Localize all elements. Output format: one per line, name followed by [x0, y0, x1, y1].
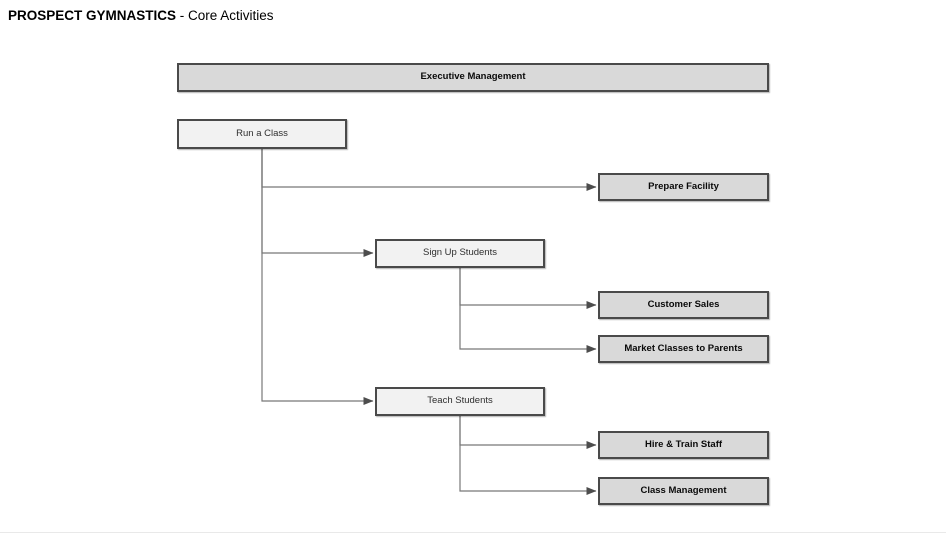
edge-teach-students-to-class-management [459, 416, 597, 495]
page-title: PROSPECT GYMNASTICS - Core Activities [8, 8, 274, 23]
node-run-a-class: Run a Class [177, 119, 347, 149]
edge-run-a-class-to-prepare-facility [261, 149, 597, 191]
edge-run-a-class-to-sign-up-students [261, 149, 374, 257]
node-class-management: Class Management [598, 477, 769, 505]
edge-run-a-class-to-teach-students [261, 149, 374, 405]
page-title-brand: PROSPECT GYMNASTICS [8, 8, 177, 23]
page-title-subtitle: - Core Activities [176, 8, 274, 23]
node-sign-up-students: Sign Up Students [375, 239, 545, 268]
node-market-classes-to-parents: Market Classes to Parents [598, 335, 769, 363]
node-prepare-facility: Prepare Facility [598, 173, 769, 201]
node-executive-management: Executive Management [177, 63, 769, 92]
node-teach-students: Teach Students [375, 387, 545, 416]
node-hire-and-train-staff: Hire & Train Staff [598, 431, 769, 459]
edge-sign-up-students-to-market-classes-to-parents [459, 268, 597, 353]
edge-teach-students-to-hire-and-train-staff [459, 416, 597, 449]
edge-sign-up-students-to-customer-sales [459, 268, 597, 309]
node-customer-sales: Customer Sales [598, 291, 769, 319]
page-bottom-divider [0, 532, 946, 533]
